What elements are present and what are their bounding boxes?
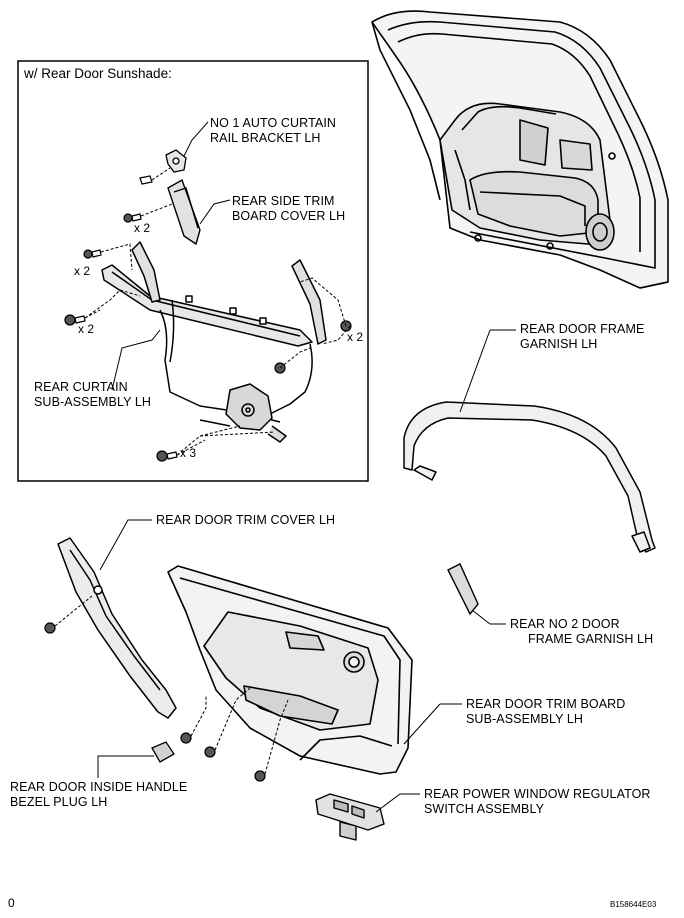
label-rear-curtain-line2: SUB-ASSEMBLY LH bbox=[34, 395, 152, 409]
label-curtain-rail-bracket-line2: RAIL BRACKET LH bbox=[210, 131, 321, 145]
inside-handle-bezel-plug bbox=[151, 741, 175, 763]
screw-bracket bbox=[139, 175, 153, 185]
rear-no2-door-frame-garnish bbox=[447, 563, 479, 616]
leader-no2-garnish bbox=[471, 609, 491, 625]
label-side-trim-line2: BOARD COVER LH bbox=[232, 209, 346, 223]
label-curtain-rail-bracket-line1: NO 1 AUTO CURTAIN bbox=[210, 116, 337, 130]
leader-trim-cover bbox=[99, 519, 152, 571]
label-trim-board-line2: SUB-ASSEMBLY LH bbox=[466, 712, 584, 726]
quantity-lower-screws: x 2 bbox=[78, 322, 95, 336]
label-no2-garnish-line1: REAR NO 2 DOOR bbox=[510, 617, 620, 631]
label-no2-garnish-line2: FRAME GARNISH LH bbox=[528, 632, 654, 646]
screw-bottom bbox=[156, 450, 178, 462]
inset-label-leaders bbox=[111, 121, 231, 391]
rear-curtain-assembly bbox=[101, 241, 327, 443]
rear-door-trim-cover bbox=[57, 537, 177, 719]
rear-side-trim-board-cover bbox=[167, 178, 201, 246]
leader-bezel bbox=[97, 755, 154, 778]
quantity-right-screws: x 2 bbox=[347, 330, 364, 344]
label-switch-line2: SWITCH ASSEMBLY bbox=[424, 802, 545, 816]
trim-board-dashed-leaders bbox=[190, 687, 289, 775]
footer-left-marker: 0 bbox=[8, 896, 15, 910]
leader-switch bbox=[375, 793, 420, 813]
inset-frame bbox=[17, 60, 369, 482]
quantity-upper-screws: x 2 bbox=[74, 264, 91, 278]
label-bezel-plug-line1: REAR DOOR INSIDE HANDLE bbox=[10, 780, 188, 794]
screw-upper-left bbox=[83, 249, 102, 259]
rear-door-trim-board bbox=[167, 565, 413, 775]
trim-board-screws bbox=[180, 732, 266, 782]
label-frame-garnish-line1: REAR DOOR FRAME bbox=[520, 322, 645, 336]
clip-trim-cover bbox=[44, 622, 56, 634]
label-rear-curtain-line1: REAR CURTAIN bbox=[34, 380, 128, 394]
inset-dashed-leaders bbox=[84, 243, 351, 456]
label-trim-board-line1: REAR DOOR TRIM BOARD bbox=[466, 697, 626, 711]
screw-lower-left bbox=[64, 314, 86, 326]
power-window-regulator-switch bbox=[315, 793, 385, 841]
quantity-sidetrim-screws: x 2 bbox=[134, 221, 151, 235]
inset-title: w/ Rear Door Sunshade: bbox=[24, 66, 172, 81]
label-side-trim-line1: REAR SIDE TRIM bbox=[232, 194, 335, 208]
leader-trim-board bbox=[403, 703, 441, 745]
figure-code: B158644E03 bbox=[610, 900, 657, 909]
label-switch-line1: REAR POWER WINDOW REGULATOR bbox=[424, 787, 651, 801]
label-frame-garnish-line2: GARNISH LH bbox=[520, 337, 598, 351]
curtain-rail-bracket bbox=[165, 149, 187, 173]
screw-sidetrim bbox=[123, 213, 142, 223]
leader-frame-garnish bbox=[459, 329, 491, 413]
rear-door-frame-garnish bbox=[403, 401, 656, 553]
label-bezel-plug-line2: BEZEL PLUG LH bbox=[10, 795, 108, 809]
label-trim-cover: REAR DOOR TRIM COVER LH bbox=[156, 513, 336, 527]
rear-door-frame-illustration bbox=[371, 10, 669, 289]
quantity-bottom-screws: x 3 bbox=[180, 446, 197, 460]
